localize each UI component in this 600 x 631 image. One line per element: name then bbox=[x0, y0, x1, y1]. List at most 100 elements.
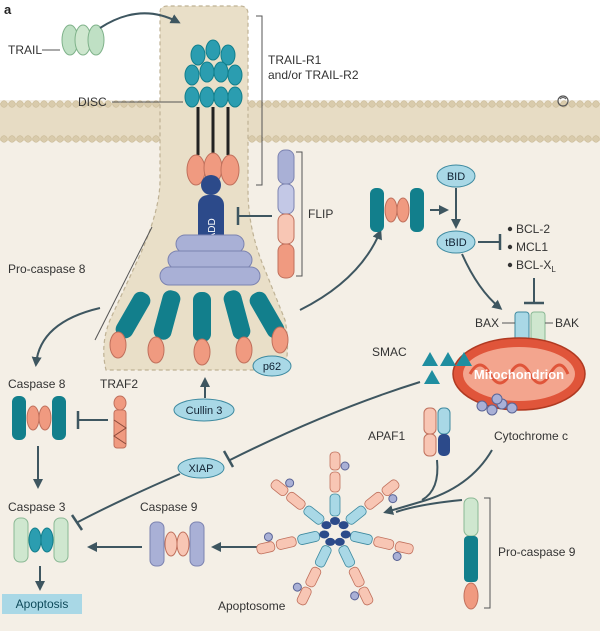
procaspase8-to-caspase8-arrow bbox=[31, 307, 101, 367]
apaf1-label: APAF1 bbox=[368, 429, 405, 443]
cell-membrane bbox=[0, 100, 600, 143]
lipid-head bbox=[392, 100, 400, 108]
lipid-head bbox=[144, 135, 152, 143]
lipid-head bbox=[424, 100, 432, 108]
lipid-head bbox=[280, 100, 288, 108]
lipid-head bbox=[40, 100, 48, 108]
lipid-head bbox=[352, 135, 360, 143]
trail-receptor bbox=[184, 39, 243, 186]
lipid-head bbox=[512, 135, 520, 143]
lipid-head bbox=[440, 100, 448, 108]
lipid-head bbox=[320, 135, 328, 143]
bcl2-label: BCL-2 bbox=[516, 222, 550, 236]
mitochondrion bbox=[452, 337, 586, 411]
lipid-head bbox=[0, 135, 8, 143]
lipid-head bbox=[104, 135, 112, 143]
lipid-head bbox=[432, 135, 440, 143]
lipid-head bbox=[352, 100, 360, 108]
lipid-head bbox=[128, 135, 136, 143]
p62-oval bbox=[252, 355, 292, 377]
lipid-head bbox=[360, 135, 368, 143]
lipid-head bbox=[112, 135, 120, 143]
lipid-head bbox=[456, 100, 464, 108]
apoptosome-arm bbox=[256, 531, 321, 555]
apoptosome-hub-segment bbox=[334, 537, 345, 546]
lipid-head bbox=[120, 135, 128, 143]
mitochondrion-label: Mitochondrion bbox=[474, 367, 564, 382]
lipid-head bbox=[136, 135, 144, 143]
lipid-head bbox=[88, 100, 96, 108]
lipid-head bbox=[488, 100, 496, 108]
lipid-head bbox=[368, 135, 376, 143]
apoptosome-arm bbox=[338, 545, 374, 606]
lipid-head bbox=[488, 135, 496, 143]
lipid-head bbox=[88, 135, 96, 143]
lipid-head bbox=[8, 135, 16, 143]
lipid-head bbox=[24, 100, 32, 108]
lipid-head bbox=[544, 100, 552, 108]
lipid-head bbox=[400, 135, 408, 143]
lipid-head bbox=[104, 100, 112, 108]
apoptosome-hub-segment bbox=[338, 521, 349, 530]
trail-ligand bbox=[61, 24, 105, 56]
pro-caspase-9-bracket bbox=[484, 497, 491, 609]
procaspase9-join-arrow bbox=[395, 499, 463, 513]
lipid-head bbox=[512, 100, 520, 108]
lipid-head bbox=[288, 100, 296, 108]
lipid-head bbox=[48, 135, 56, 143]
lipid-head bbox=[56, 135, 64, 143]
apoptosome-arm bbox=[349, 531, 414, 561]
lipid-head bbox=[96, 135, 104, 143]
lipid-head bbox=[496, 100, 504, 108]
lipid-head bbox=[264, 135, 272, 143]
apoptosis-box bbox=[2, 594, 82, 614]
lipid-head bbox=[416, 135, 424, 143]
flip-protein bbox=[277, 149, 295, 279]
smac-inhibition-bar bbox=[222, 450, 235, 468]
lipid-head bbox=[288, 135, 296, 143]
xiap-inhibition-line bbox=[77, 473, 181, 523]
trail-label: TRAIL bbox=[8, 43, 42, 57]
lipid-head bbox=[400, 100, 408, 108]
lipid-head bbox=[384, 135, 392, 143]
receptor-bracket bbox=[256, 15, 263, 186]
lipid-head bbox=[312, 135, 320, 143]
caspase9-label: Caspase 9 bbox=[140, 500, 198, 514]
bcl-family-list: BCL-2 MCL1 BCL-XL bbox=[507, 222, 556, 274]
active-caspase8-protein bbox=[370, 188, 424, 232]
apoptosome-arm bbox=[292, 545, 332, 606]
disc-label: DISC bbox=[78, 95, 107, 109]
pro-caspase-8-cluster bbox=[109, 234, 289, 366]
lipid-head bbox=[328, 100, 336, 108]
receptor-label-line1: TRAIL-R1 bbox=[268, 53, 322, 67]
lipid-head bbox=[376, 135, 384, 143]
lipid-head bbox=[440, 135, 448, 143]
mcl1-label: MCL1 bbox=[516, 240, 548, 254]
lipid-head bbox=[472, 100, 480, 108]
panel-letter: a bbox=[4, 2, 12, 17]
pro-caspase-8-label: Pro-caspase 8 bbox=[8, 262, 86, 276]
lipid-head bbox=[480, 100, 488, 108]
smac-molecules bbox=[422, 352, 472, 384]
caspase8-label: Caspase 8 bbox=[8, 377, 66, 391]
lipid-head bbox=[576, 135, 584, 143]
lipid-head bbox=[72, 135, 80, 143]
lipid-head bbox=[320, 100, 328, 108]
apoptosome-arm bbox=[270, 478, 325, 525]
apoptosis-label: Apoptosis bbox=[16, 597, 69, 611]
lipid-head bbox=[8, 100, 16, 108]
cytochrome-to-apoptosome-arrow bbox=[383, 449, 493, 515]
lipid-head bbox=[496, 135, 504, 143]
lipid-head bbox=[16, 135, 24, 143]
bid-label: BID bbox=[447, 171, 465, 183]
smac-inhibition-line bbox=[229, 381, 421, 461]
lipid-head bbox=[96, 100, 104, 108]
caspase3-label: Caspase 3 bbox=[8, 500, 66, 514]
lipid-head bbox=[80, 100, 88, 108]
traf2-protein bbox=[113, 395, 127, 449]
apoptosome bbox=[256, 451, 414, 606]
lipid-head bbox=[480, 135, 488, 143]
lipid-head bbox=[416, 100, 424, 108]
lipid-head bbox=[40, 135, 48, 143]
apoptosome-arm bbox=[329, 451, 350, 517]
